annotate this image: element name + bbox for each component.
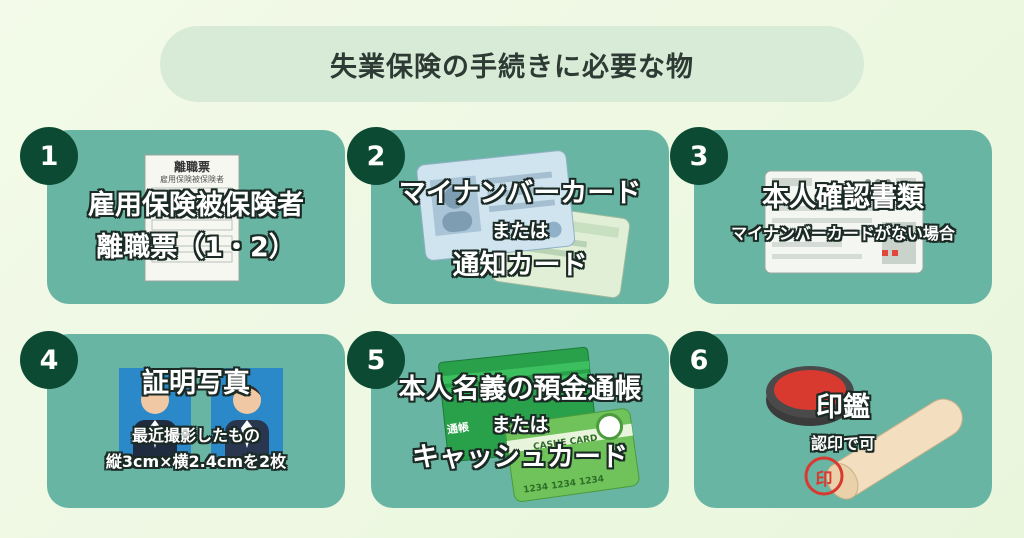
card-3-line1: 本人確認書類	[762, 182, 924, 213]
card-id-photo: 証明写真 最近撮影したもの 縦3cm×横2.4cmを2枚	[47, 334, 345, 508]
card-5-line2: または	[491, 414, 549, 436]
badge-4: 4	[20, 331, 78, 389]
badge-6: 6	[670, 331, 728, 389]
page-title-banner: 失業保険の手続きに必要な物	[160, 26, 864, 102]
id-photos-illustration	[119, 368, 283, 468]
page-title: 失業保険の手続きに必要な物	[330, 51, 694, 83]
card-3-line2: マイナンバーカードがない場合	[731, 224, 955, 243]
separation-form-illustration	[144, 154, 240, 282]
card-seal: 印 印鑑 認印で可	[694, 334, 992, 508]
card-2-line2: または	[491, 220, 549, 242]
badge-5: 5	[347, 331, 405, 389]
form-title: 離職票	[173, 160, 210, 174]
card-4-line1: 証明写真	[142, 368, 250, 399]
card-5-line3: キャッシュカード	[412, 442, 628, 473]
card-identity-documents: 本人確認書類 マイナンバーカードがない場合	[694, 130, 992, 304]
badge-3: 3	[670, 127, 728, 185]
id-cards-illustration	[416, 150, 631, 298]
card-2-line3: 通知カード	[452, 250, 588, 281]
card-6-line2: 認印で可	[810, 434, 875, 453]
stamp-character: 印	[815, 470, 833, 490]
drivers-license-illustration	[764, 170, 924, 274]
card-mynumber: マイナンバーカード または 通知カード	[371, 130, 669, 304]
card-6-line1: 印鑑	[816, 392, 870, 423]
seal-and-ink-pad-illustration	[766, 366, 963, 500]
card-4-line3: 縦3cm×横2.4cmを2枚	[105, 452, 287, 471]
card-4-line2: 最近撮影したもの	[131, 426, 260, 445]
badge-1: 1	[20, 127, 78, 185]
card-2-line1: マイナンバーカード	[398, 178, 642, 209]
passbook-and-cash-card-illustration	[438, 346, 640, 502]
form-subtitle: 雇用保険被保険者	[160, 175, 224, 184]
badge-2: 2	[347, 127, 405, 185]
card-bank-book: 通帳 CASHE CARD 1234 1234 1234 本人名義の預金通帳 ま…	[371, 334, 669, 508]
card-1-line1: 雇用保険被保険者	[88, 190, 304, 221]
card-separation-notice: 離職票 雇用保険被保険者 雇用保険被保険者 離職票（1・2）	[47, 130, 345, 304]
card-5-line1: 本人名義の預金通帳	[398, 374, 642, 405]
card-1-line2: 離職票（1・2）	[96, 232, 296, 263]
